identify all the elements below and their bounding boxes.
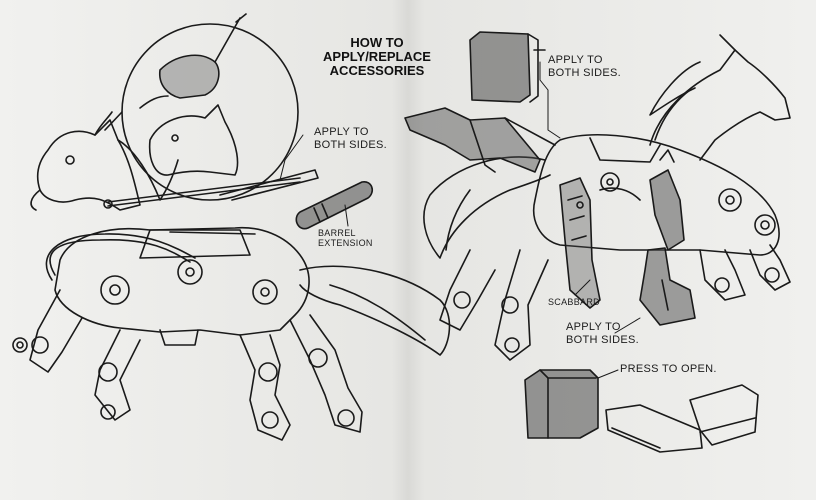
callout-apply-both-sides-barrel: APPLY TO BOTH SIDES. <box>314 126 387 151</box>
callout-press-to-open: PRESS TO OPEN. <box>620 363 717 375</box>
title-line-2: APPLY/REPLACE <box>323 49 431 64</box>
instructions-title: HOW TO APPLY/REPLACE ACCESSORIES <box>322 36 432 78</box>
title-line-1: HOW TO <box>350 35 404 50</box>
barrel-extension-illustration <box>295 181 374 230</box>
callout-apply-both-sides-cannon: APPLY TO BOTH SIDES. <box>566 321 639 346</box>
backpack-illustration <box>469 31 546 103</box>
left-horse-illustration <box>12 111 451 441</box>
right-horse-illustration <box>423 34 791 361</box>
cannon-illustration <box>639 149 696 326</box>
case-closed-illustration <box>524 369 599 439</box>
title-line-3: ACCESSORIES <box>329 63 425 78</box>
helmet-illustration <box>121 13 299 201</box>
scabbard-illustration <box>559 177 601 309</box>
case-open-illustration <box>605 384 759 453</box>
callout-scabbard: SCABBARD <box>548 297 600 307</box>
callout-barrel-extension: BARREL EXTENSION <box>318 228 373 248</box>
barrel-rod-illustration <box>103 169 319 209</box>
rifle-illustration <box>404 107 556 173</box>
callout-apply-both-sides-backpack: APPLY TO BOTH SIDES. <box>548 54 621 79</box>
